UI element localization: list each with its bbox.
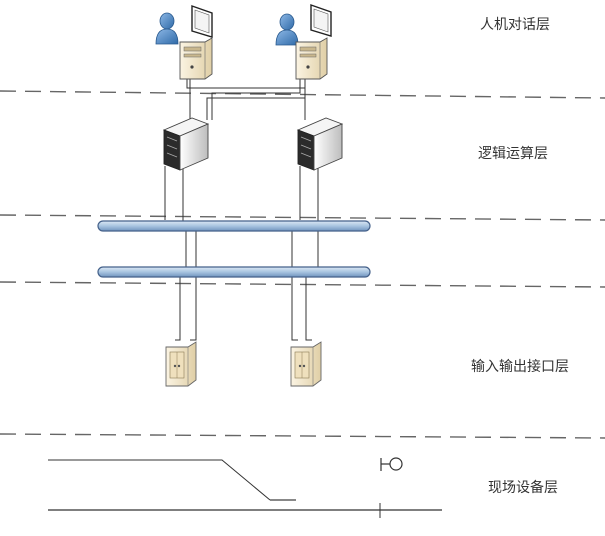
user-icon bbox=[275, 13, 299, 46]
io-cabinet-1 bbox=[165, 341, 197, 387]
separator-2 bbox=[0, 214, 605, 221]
link-bus-io1-a bbox=[175, 277, 181, 341]
monitor-icon bbox=[191, 5, 213, 38]
railway-track-with-switch bbox=[48, 459, 442, 518]
layer-label-io: 输入输出接口层 bbox=[471, 358, 569, 375]
layer-label-field: 现场设备层 bbox=[488, 479, 558, 496]
separator-4 bbox=[0, 433, 605, 439]
monitor-icon bbox=[310, 4, 332, 37]
user-icon bbox=[155, 12, 179, 45]
layer-separators bbox=[0, 90, 605, 439]
link-ws2-servers bbox=[211, 78, 301, 120]
operator-workstation-2 bbox=[275, 4, 332, 80]
network-bus-2 bbox=[97, 266, 371, 278]
tower-pc-icon bbox=[179, 37, 213, 80]
layer-label-logic: 逻辑运算层 bbox=[478, 146, 548, 162]
link-ws1-servers bbox=[186, 78, 306, 120]
connection-lines bbox=[164, 78, 319, 341]
layer-label-hmi: 人机对话层 bbox=[480, 17, 550, 33]
link-bus-io1-b bbox=[190, 277, 197, 341]
link-bus-io2-a bbox=[291, 277, 298, 341]
separator-1 bbox=[0, 90, 605, 99]
separator-3 bbox=[0, 281, 605, 288]
logic-server-2 bbox=[296, 117, 344, 171]
link-ws2-server1b bbox=[206, 78, 306, 120]
io-cabinet-2 bbox=[290, 341, 322, 387]
signal-icon bbox=[380, 457, 403, 471]
logic-server-1 bbox=[162, 117, 210, 171]
operator-workstation-1 bbox=[155, 5, 213, 80]
network-bus-1 bbox=[97, 220, 371, 232]
tower-pc-icon bbox=[295, 37, 328, 80]
link-bus-io2-b bbox=[305, 277, 312, 341]
diverging-track bbox=[48, 459, 271, 501]
